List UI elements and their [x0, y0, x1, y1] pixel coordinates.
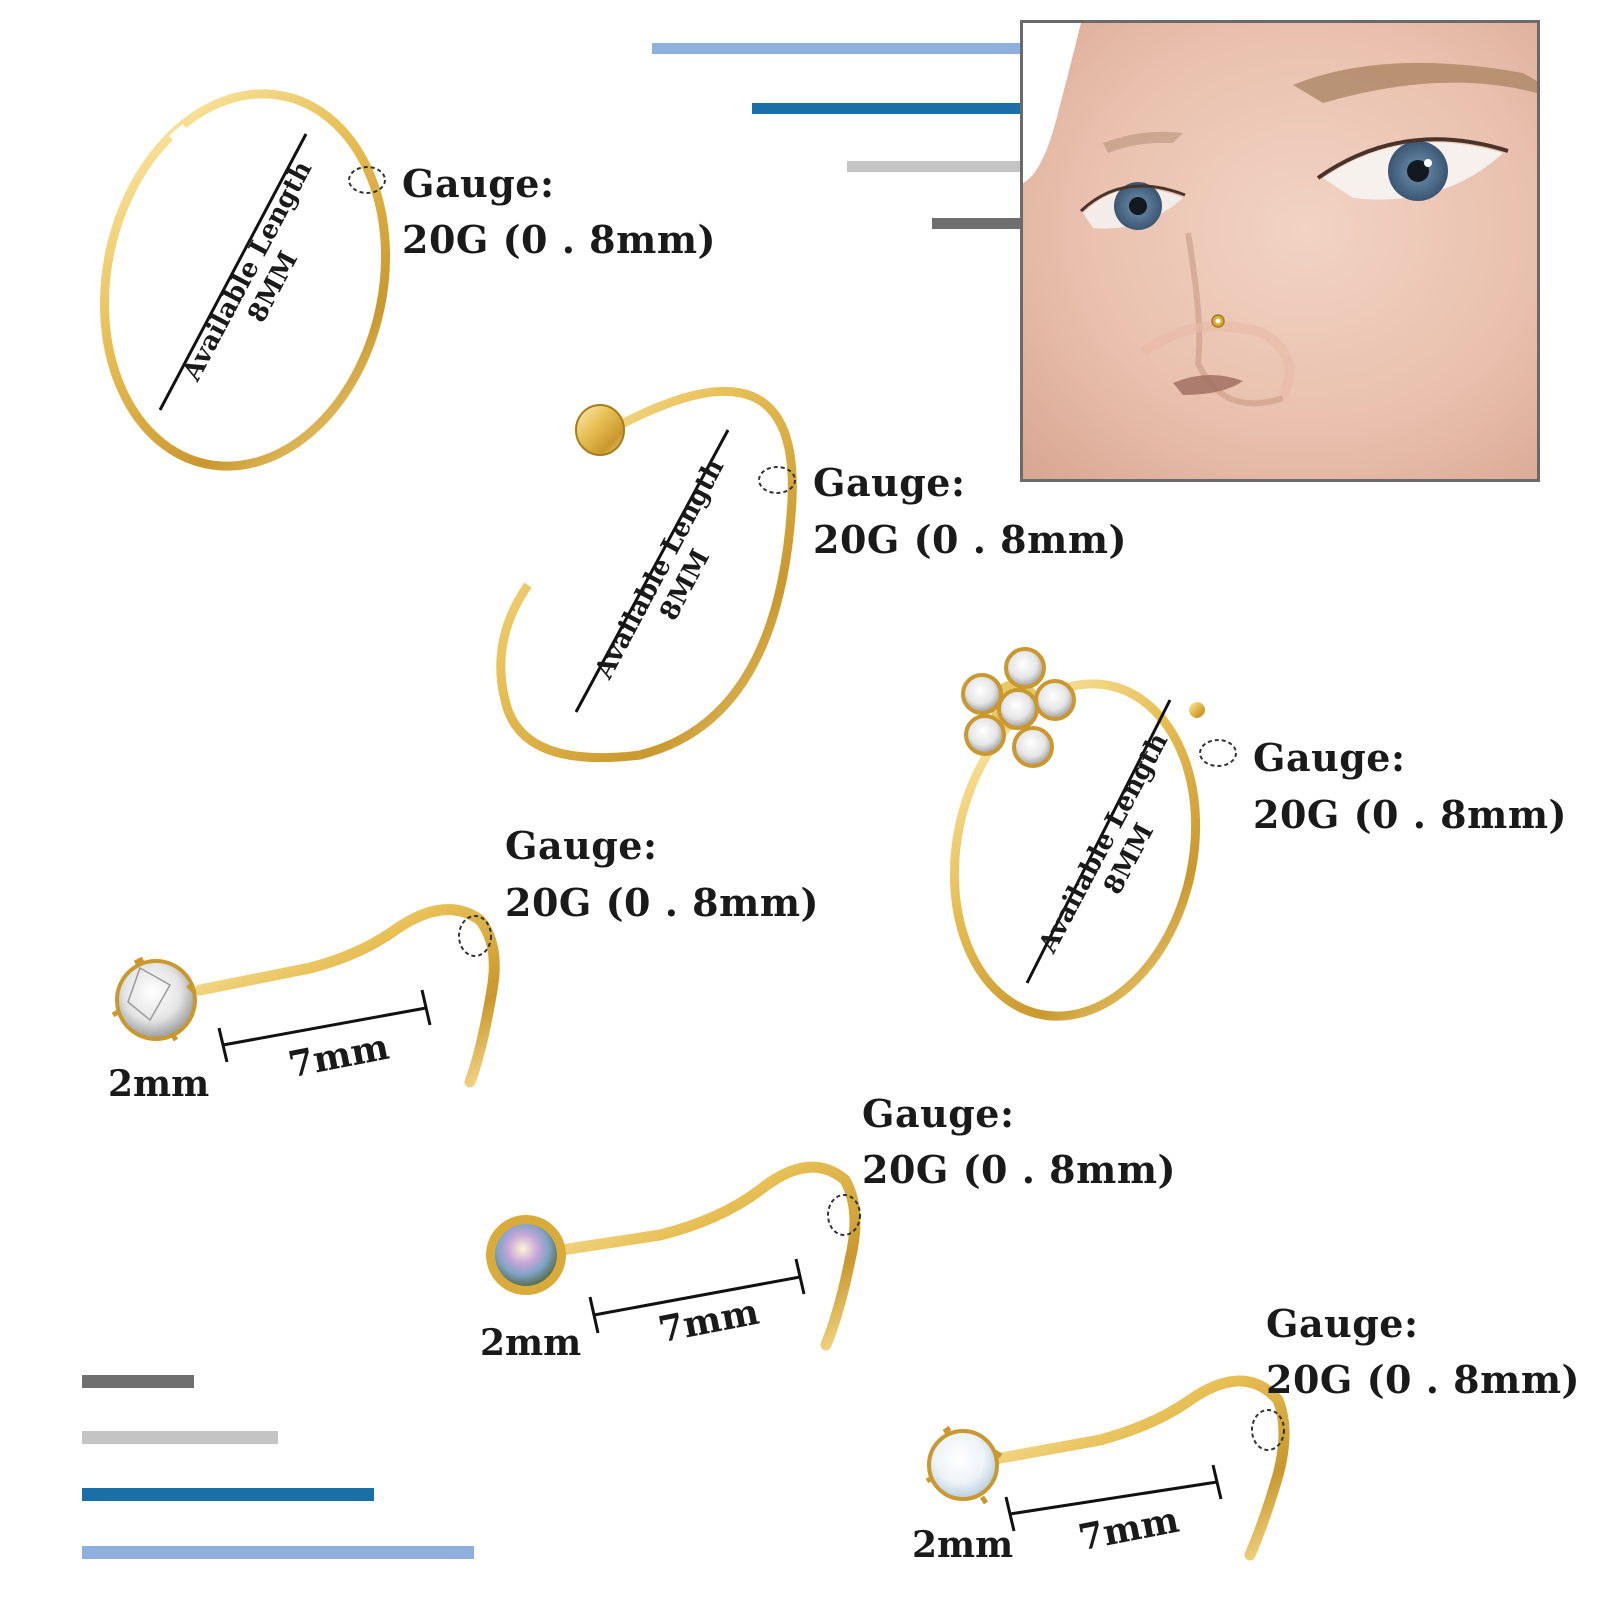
seamless-hoop-length-line — [158, 133, 308, 411]
ab-crystal-gem-size-label: 2mm — [480, 1322, 582, 1364]
flower-gem-cluster — [961, 647, 1076, 768]
clear-gem-screw-post — [194, 904, 500, 1088]
seamless-hoop-gauge-title: Gauge: — [402, 161, 555, 206]
ab-crystal-screw-post — [542, 1161, 861, 1351]
decor-bar-light-gray-top — [847, 161, 1022, 172]
flower-hoop-ring — [949, 679, 1205, 1021]
opal-screw-length-bracket — [1004, 1464, 1223, 1532]
opal-screw-gauge-value: 20G (0 . 8mm) — [1266, 1357, 1581, 1402]
disc-end-hoop-gauge-title: Gauge: — [813, 460, 966, 505]
decor-bar-light-gray-bottom — [82, 1431, 278, 1444]
clear-gem-screw-length-bracket — [217, 989, 432, 1063]
flower-hoop-gauge-title: Gauge: — [1253, 735, 1406, 780]
decor-bar-blue-bottom — [82, 1488, 374, 1501]
clear-gem-screw-gauge-value: 20G (0 . 8mm) — [505, 880, 820, 925]
decor-bar-light-blue-bottom — [82, 1546, 474, 1559]
model-photo — [1020, 20, 1540, 482]
decor-bar-dark-gray-bottom — [82, 1375, 194, 1388]
seamless-hoop-ring — [99, 89, 391, 471]
ab-crystal-gem — [486, 1215, 566, 1295]
opal-screw-post — [984, 1375, 1290, 1561]
ab-crystal-screw-gauge-marker — [827, 1194, 861, 1236]
face-illustration — [1023, 23, 1537, 479]
decor-bar-blue-top — [752, 103, 1022, 114]
flower-hoop-length-line — [1025, 699, 1172, 984]
clear-gem — [111, 956, 197, 1042]
ab-crystal-screw-gauge-value: 20G (0 . 8mm) — [862, 1147, 1177, 1192]
decor-bar-dark-gray-top — [932, 218, 1022, 229]
opal-gem — [925, 1425, 1003, 1505]
opal-screw-gauge-title: Gauge: — [1266, 1301, 1419, 1346]
flower-hoop-gauge-value: 20G (0 . 8mm) — [1253, 792, 1568, 837]
disc-end-hoop-ring — [496, 387, 797, 763]
opal-screw-gauge-marker — [1251, 1409, 1285, 1451]
seamless-hoop-gauge-value: 20G (0 . 8mm) — [402, 217, 717, 262]
disc-end-hoop-length-line — [574, 429, 730, 713]
opal-gem-size-label: 2mm — [912, 1524, 1014, 1566]
seamless-hoop-gauge-marker — [348, 166, 386, 194]
flower-hoop-gauge-marker — [1199, 739, 1237, 767]
disc-end-hoop-gauge-marker — [758, 466, 796, 494]
ab-crystal-screw-gauge-title: Gauge: — [862, 1091, 1015, 1136]
decor-bar-light-blue-top — [652, 43, 1022, 54]
clear-gem-screw-gauge-marker — [458, 915, 492, 957]
disc-end-hoop-gauge-value: 20G (0 . 8mm) — [813, 517, 1128, 562]
clear-gem-screw-gauge-title: Gauge: — [505, 823, 658, 868]
clear-gem-size-label: 2mm — [108, 1063, 210, 1105]
ab-crystal-screw-length-bracket — [588, 1258, 806, 1334]
